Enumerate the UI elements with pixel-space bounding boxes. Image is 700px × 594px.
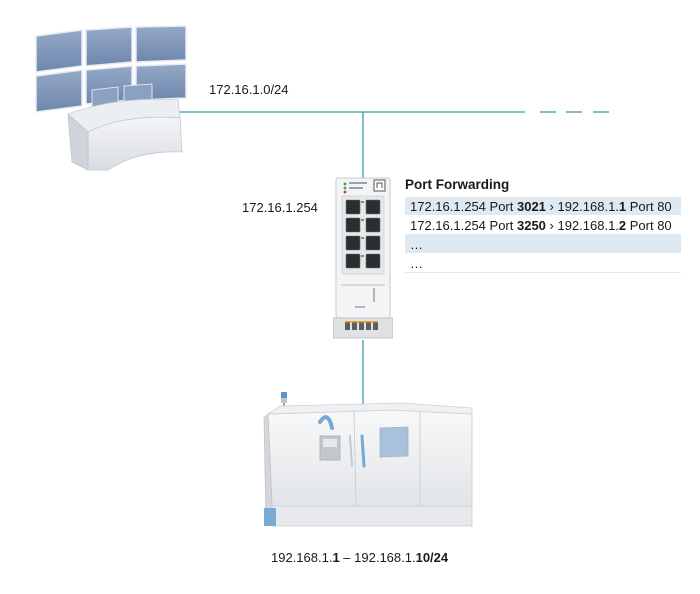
table-row: 172.16.1.254 Port 3250 › 192.168.1.2 Por…: [405, 215, 681, 235]
switch-ip-label: 172.16.1.254: [242, 200, 318, 215]
control-room-icon: [35, 25, 187, 171]
port-forwarding-title: Port Forwarding: [405, 177, 510, 192]
port-forwarding-table: 172.16.1.254 Port 3021 › 192.168.1.1 Por…: [405, 196, 681, 273]
port-forwarding-rule: …: [405, 234, 681, 254]
table-row: 172.16.1.254 Port 3021 › 192.168.1.1 Por…: [405, 196, 681, 216]
port-forwarding-rule: 172.16.1.254 Port 3250 › 192.168.1.2 Por…: [405, 215, 681, 235]
cnc-machine-icon: [263, 392, 473, 527]
port-forwarding-rule: …: [405, 253, 681, 273]
machine-ip-range-label: 192.168.1.1 – 192.168.1.10/24: [271, 550, 449, 565]
network-address-label: 172.16.1.0/24: [209, 82, 289, 97]
table-row: …: [405, 253, 681, 273]
table-row: …: [405, 234, 681, 254]
network-switch-icon: [333, 177, 393, 339]
port-forwarding-rule: 172.16.1.254 Port 3021 › 192.168.1.1 Por…: [405, 196, 681, 216]
